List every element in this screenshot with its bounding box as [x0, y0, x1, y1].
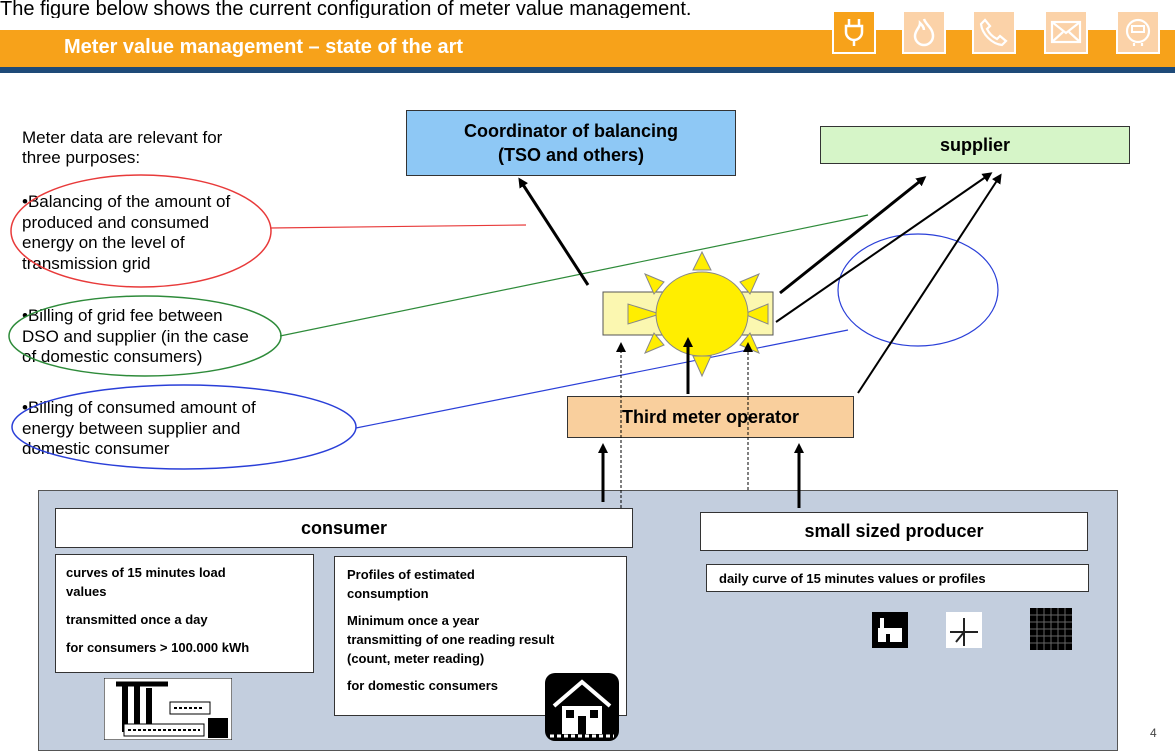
factory-icon [872, 612, 908, 648]
purpose-line: •Billing of grid fee between [22, 306, 223, 325]
supplier-link-ellipse [837, 233, 999, 347]
coordinator-line-2: (TSO and others) [497, 145, 644, 165]
intro-line-1: Meter data are relevant for [22, 128, 223, 147]
producer-header: small sized producer [700, 512, 1088, 551]
consumed-energy-ellipse [11, 384, 357, 470]
purpose-line: produced and consumed [22, 212, 210, 232]
arrow-to-coordinator [518, 177, 590, 286]
third-meter-operator-box: Third meter operator [567, 396, 854, 438]
purpose-grid-fee: •Billing of grid fee between DSO and sup… [22, 306, 249, 368]
detail-line: Profiles of estimated [347, 567, 475, 582]
purpose-line: •Billing of consumed amount of [22, 398, 256, 417]
header-stripe [0, 67, 1175, 73]
detail-line: transmitted once a day [66, 612, 208, 627]
consumer-load-curve-box: curves of 15 minutes load values transmi… [55, 554, 314, 673]
supplier-box: supplier [820, 126, 1130, 164]
arrow-to-supplier-2 [775, 172, 993, 323]
grid-fee-link [279, 214, 869, 337]
producer-detail-box: daily curve of 15 minutes values or prof… [706, 564, 1089, 592]
purpose-line: energy on the level of [22, 233, 185, 252]
sun-icon [627, 250, 769, 378]
domestic-house-icon [544, 672, 620, 742]
purpose-line: of domestic consumers) [22, 347, 203, 366]
purpose-line: •Balancing of the amount of [22, 192, 231, 211]
purpose-balancing: •Balancing of the amount of produced and… [22, 192, 230, 274]
arrow-to-supplier-3 [857, 173, 1002, 394]
coordinator-box: Coordinator of balancing (TSO and others… [406, 110, 736, 176]
detail-line: values [66, 584, 107, 599]
gas-flame-icon [902, 10, 946, 54]
detail-line: transmitting of one reading result [347, 632, 555, 647]
industrial-consumer-icon [103, 677, 233, 741]
solar-panel-icon [1030, 608, 1072, 650]
mail-icon [1044, 10, 1088, 54]
phone-icon [972, 10, 1016, 54]
intro-line-2: three purposes: [22, 148, 141, 167]
top-caption: The figure below shows the current confi… [0, 0, 692, 18]
page-number: 4 [1150, 726, 1157, 740]
detail-line: curves of 15 minutes load [66, 565, 226, 580]
balancing-ellipse [10, 174, 272, 288]
detail-line: consumption [347, 586, 429, 601]
coordinator-line-1: Coordinator of balancing [464, 121, 678, 141]
electricity-plug-icon [832, 10, 876, 54]
consumer-header: consumer [55, 508, 633, 548]
arrow-to-supplier-1 [779, 176, 927, 295]
purpose-line: domestic consumer [22, 439, 170, 458]
consumed-energy-link [355, 329, 849, 429]
purpose-line: transmission grid [22, 253, 151, 273]
intro-text: Meter data are relevant for three purpos… [22, 128, 322, 168]
balancing-link [269, 224, 527, 229]
purpose-consumed-energy: •Billing of consumed amount of energy be… [22, 398, 256, 460]
detail-line: for domestic consumers [347, 678, 498, 693]
detail-line: for consumers > 100.000 kWh [66, 640, 250, 655]
wind-turbine-icon [946, 612, 982, 648]
purpose-line: energy between supplier and [22, 418, 241, 438]
detail-line: Minimum once a year [347, 613, 480, 628]
water-meter-icon [1116, 10, 1160, 54]
grid-fee-ellipse [8, 295, 282, 377]
detail-line: (count, meter reading) [347, 651, 485, 666]
purpose-line: DSO and supplier (in the case [22, 326, 249, 346]
slide-title: Meter value management – state of the ar… [64, 36, 464, 58]
